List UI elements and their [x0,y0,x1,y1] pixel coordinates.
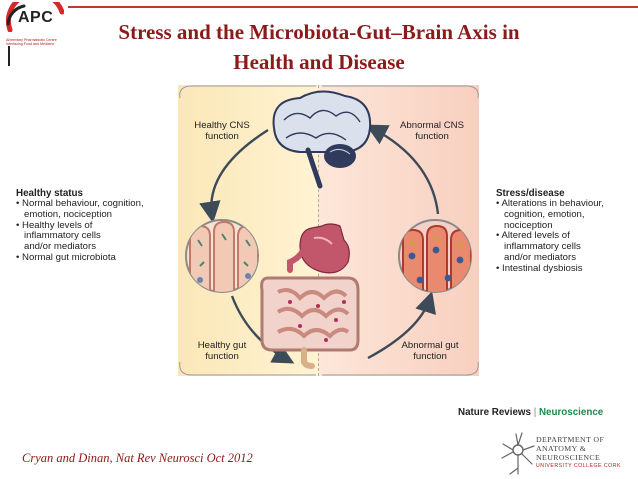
healthy-gut-label-line-2: function [205,351,239,362]
panel-frame-bottom-right [322,361,479,376]
stress-disease-box: Stress/disease • Alterations in behaviou… [496,188,604,275]
abnormal-gut-label: Abnormal gut function [384,340,476,362]
healthy-status-box: Healthy status • Normal behaviour, cogni… [16,188,144,264]
university-name: UNIVERSITY COLLEGE CORK [536,463,621,469]
department-line-2: ANATOMY & [536,444,587,453]
header-rule [68,6,638,8]
arrow-healthy-gut-to-center [230,295,295,364]
publisher-name: Nature Reviews [458,407,531,418]
stomach-illustration [287,223,350,274]
healthy-gut-label-line-1: Healthy gut [197,340,247,351]
list-item: • Normal behaviour, cognition, [16,198,144,209]
list-item: and/or mediators [24,241,96,253]
panel-frame-bottom-left [179,361,316,376]
abnormal-cns-label: Abnormal CNS function [390,120,474,142]
stress-disease-list: • Alterations in behaviour, cognition, e… [496,198,604,275]
slide-title-line-2: Health and Disease [233,50,405,74]
intestine-illustration [260,276,360,369]
list-item: • Altered levels of [496,230,570,242]
stress-disease-title: Stress/disease [496,188,565,199]
healthy-status-title: Healthy status [16,188,83,199]
neuron-icon [501,432,535,475]
list-item: • Alterations in behaviour, [496,198,604,209]
logo-text: APC [18,9,54,26]
arrow-disease-to-brain [365,124,440,215]
healthy-cns-label-line-1: Healthy CNS [194,120,250,131]
list-item: • Normal gut microbiota [16,251,116,263]
source-credit: Nature Reviews | Neuroscience [458,407,603,418]
list-item: and/or mediators [504,251,576,263]
logo-subtitle-2: Interfacing Food and Medicine [6,42,55,46]
list-item: inflammatory cells [504,241,581,253]
list-item: • Healthy levels of [16,219,93,231]
list-item: emotion, nociception [24,208,112,220]
department-line-3: NEUROSCIENCE [536,453,601,462]
abnormal-gut-magnified [398,219,472,293]
abnormal-gut-label-line-1: Abnormal gut [401,340,459,351]
department-logo: DEPARTMENT OF ANATOMY & NEUROSCIENCE UNI… [500,430,636,476]
healthy-gut-magnified [185,219,259,293]
slide-title-line-1: Stress and the Microbiota-Gut–Brain Axis… [118,20,520,44]
apc-logo: APC Alimentary Pharmabiotic Centre Inter… [4,2,76,46]
arrow-abnormal-gut-up [367,291,437,360]
panel-frame-left [179,85,316,99]
logo-subtitle-1: Alimentary Pharmabiotic Centre [6,38,57,42]
abnormal-cns-label-line-1: Abnormal CNS [400,120,464,131]
source-separator: | [533,407,537,418]
healthy-status-list: • Normal behaviour, cognition, emotion, … [16,198,144,264]
list-item: • Intestinal dysbiosis [496,262,583,274]
panel-frame-right [322,85,479,99]
list-item: cognition, emotion, [504,208,585,220]
arrow-brain-to-healthy-gut [199,128,269,224]
healthy-cns-label-line-2: function [205,131,239,142]
left-rule [8,46,10,66]
brain-illustration [272,90,372,189]
abnormal-cns-label-line-2: function [415,131,449,142]
healthy-cns-label: Healthy CNS function [180,120,264,142]
department-line-1: DEPARTMENT OF [536,435,605,444]
abnormal-gut-label-line-2: function [413,351,447,362]
journal-name: Neuroscience [538,407,604,418]
list-item: inflammatory cells [24,230,101,242]
healthy-gut-label: Healthy gut function [180,340,264,362]
list-item: nociception [504,219,553,231]
citation: Cryan and Dinan, Nat Rev Neurosci Oct 20… [22,451,253,465]
apc-logo-mark [5,2,64,32]
